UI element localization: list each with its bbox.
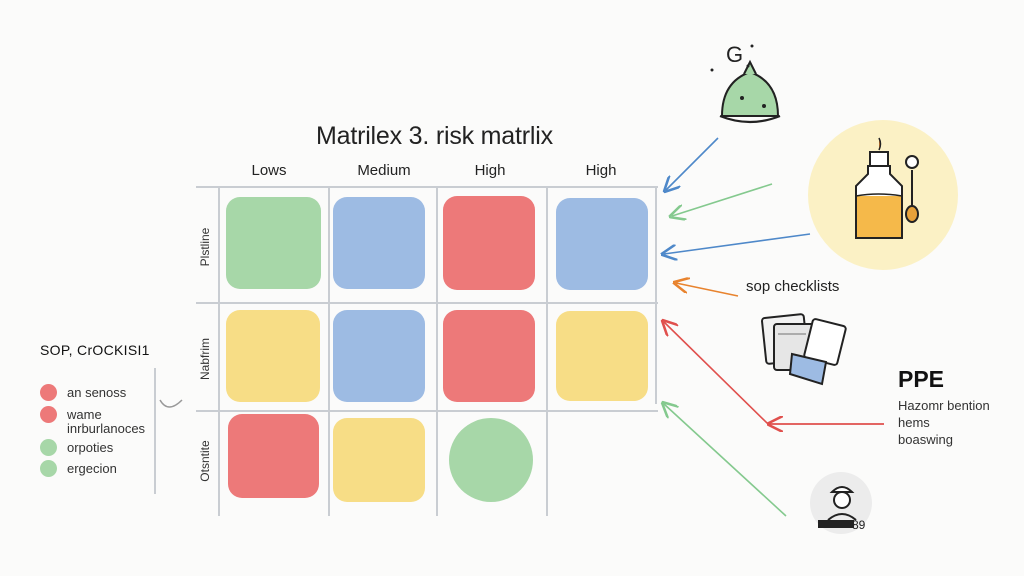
legend-label: ergecion <box>67 460 117 476</box>
grid-line-v-0 <box>218 186 220 516</box>
grid-line-mid-2 <box>196 410 658 412</box>
legend-item: orpoties <box>40 437 113 457</box>
grid-line-v-4 <box>655 186 657 404</box>
worker-icon <box>818 486 857 528</box>
matrix-cell <box>226 310 320 402</box>
column-header-high: High <box>474 162 506 179</box>
worker-badge: 89 <box>852 518 866 532</box>
ppe-line: hems <box>898 415 930 430</box>
arrow-bottle-blue <box>664 233 811 254</box>
grid-line-v-2 <box>436 186 438 516</box>
legend-label: orpoties <box>67 439 114 455</box>
legend-dot <box>40 438 57 456</box>
helmet-mark: G <box>726 42 743 67</box>
matrix-cell <box>556 311 648 401</box>
grid-line-v-1 <box>328 186 330 516</box>
documents-icon <box>761 313 847 386</box>
matrix-cell <box>449 418 533 502</box>
legend-item: an senoss <box>40 382 126 402</box>
sop-checklists-label: sop checklists <box>746 278 840 295</box>
column-header-lows: Lows <box>251 162 287 179</box>
matrix-cell <box>333 310 425 402</box>
legend-dot <box>40 405 57 423</box>
legend-item: ergecion <box>40 458 117 478</box>
matrix-cell <box>333 197 425 289</box>
legend-label: wame <box>67 406 102 422</box>
legend-dot <box>40 459 57 477</box>
ppe-line: Hazomr bention <box>898 398 990 413</box>
matrix-cell <box>443 196 535 290</box>
legend-label: an senoss <box>67 384 127 400</box>
matrix-cell <box>226 197 321 289</box>
matrix-cell <box>443 310 535 402</box>
legend-item: inrburlanoces <box>67 418 145 438</box>
ppe-title: PPE <box>898 366 945 392</box>
matrix-cell <box>228 414 319 498</box>
legend-item: wame <box>40 404 102 424</box>
chemical-bottle-icon <box>855 137 919 239</box>
legend-dot <box>40 383 57 401</box>
matrix-cell <box>333 418 425 502</box>
legend-title: SOP, CrOCKISI1 <box>40 342 150 358</box>
grid-line-top <box>196 186 658 188</box>
arrow-helmet <box>666 137 719 190</box>
ppe-line: boaswing <box>898 432 953 447</box>
column-header-medium: Medium <box>357 162 411 179</box>
bracket-icon <box>159 399 183 408</box>
grid-line-v-3 <box>546 186 548 516</box>
grid-line-mid-1 <box>196 302 658 304</box>
arrow-bottle-green <box>672 183 773 216</box>
matrix-cell <box>556 198 648 290</box>
arrow-worker <box>664 404 787 517</box>
matrix-title: Matrilex 3. risk matrlix <box>316 122 553 150</box>
arrow-sop <box>676 283 739 297</box>
column-header-high-2: High <box>585 162 617 179</box>
hard-hat-icon: G <box>710 42 781 124</box>
legend-divider <box>154 368 156 494</box>
legend-label: inrburlanoces <box>67 420 146 436</box>
